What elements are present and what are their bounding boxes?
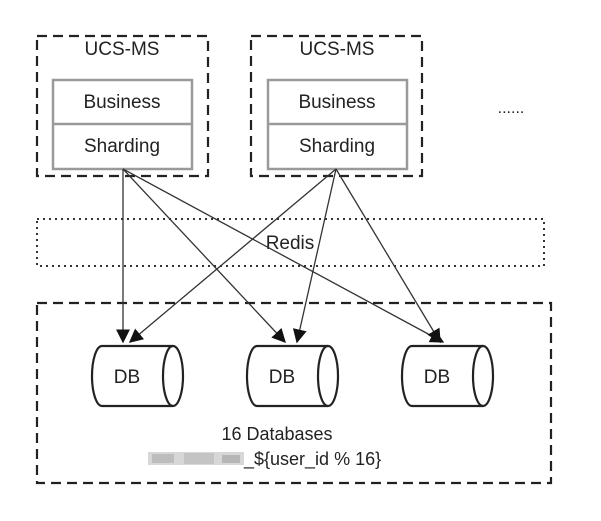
database-naming-rule: _${user_id % 16} xyxy=(243,449,381,470)
database-cluster-border xyxy=(35,301,553,485)
redis-label: Redis xyxy=(266,233,315,254)
db-cylinder-2: DB xyxy=(245,344,340,408)
db-cylinder-3: DB xyxy=(400,344,495,408)
arrow-s2-db3 xyxy=(335,168,441,344)
service-2-border xyxy=(249,34,424,178)
arrow-s1-db2 xyxy=(122,168,286,344)
arrow-s2-db2 xyxy=(292,168,337,344)
service-1-border xyxy=(35,34,210,178)
database-count-label: 16 Databases xyxy=(221,424,332,444)
more-services-ellipsis: ...... xyxy=(498,100,525,117)
service-ucs-ms-2: UCS-MS Business Sharding xyxy=(249,34,424,178)
service-2-sharding-layer: Sharding xyxy=(299,136,375,157)
redis-cache: Redis xyxy=(36,218,545,267)
service-2-title: UCS-MS xyxy=(300,39,375,60)
routing-arrows xyxy=(116,168,445,344)
service-1-title: UCS-MS xyxy=(85,39,160,60)
db-2-label: DB xyxy=(269,367,295,388)
service-2-business-layer: Business xyxy=(298,92,375,113)
service-ucs-ms-1: UCS-MS Business Sharding xyxy=(35,34,210,178)
db-1-label: DB xyxy=(114,367,140,388)
arrow-s2-db1 xyxy=(128,168,337,343)
arrow-s1-db3 xyxy=(122,168,445,343)
service-1-sharding-layer: Sharding xyxy=(84,136,160,157)
redacted-db-prefix xyxy=(148,452,244,465)
db-cylinder-1: DB xyxy=(90,344,185,408)
db-3-label: DB xyxy=(424,367,450,388)
service-1-business-layer: Business xyxy=(83,92,160,113)
redis-border xyxy=(36,218,545,267)
database-cluster: DB DB DB 16 Databases _${user_id % 16} xyxy=(35,301,553,485)
